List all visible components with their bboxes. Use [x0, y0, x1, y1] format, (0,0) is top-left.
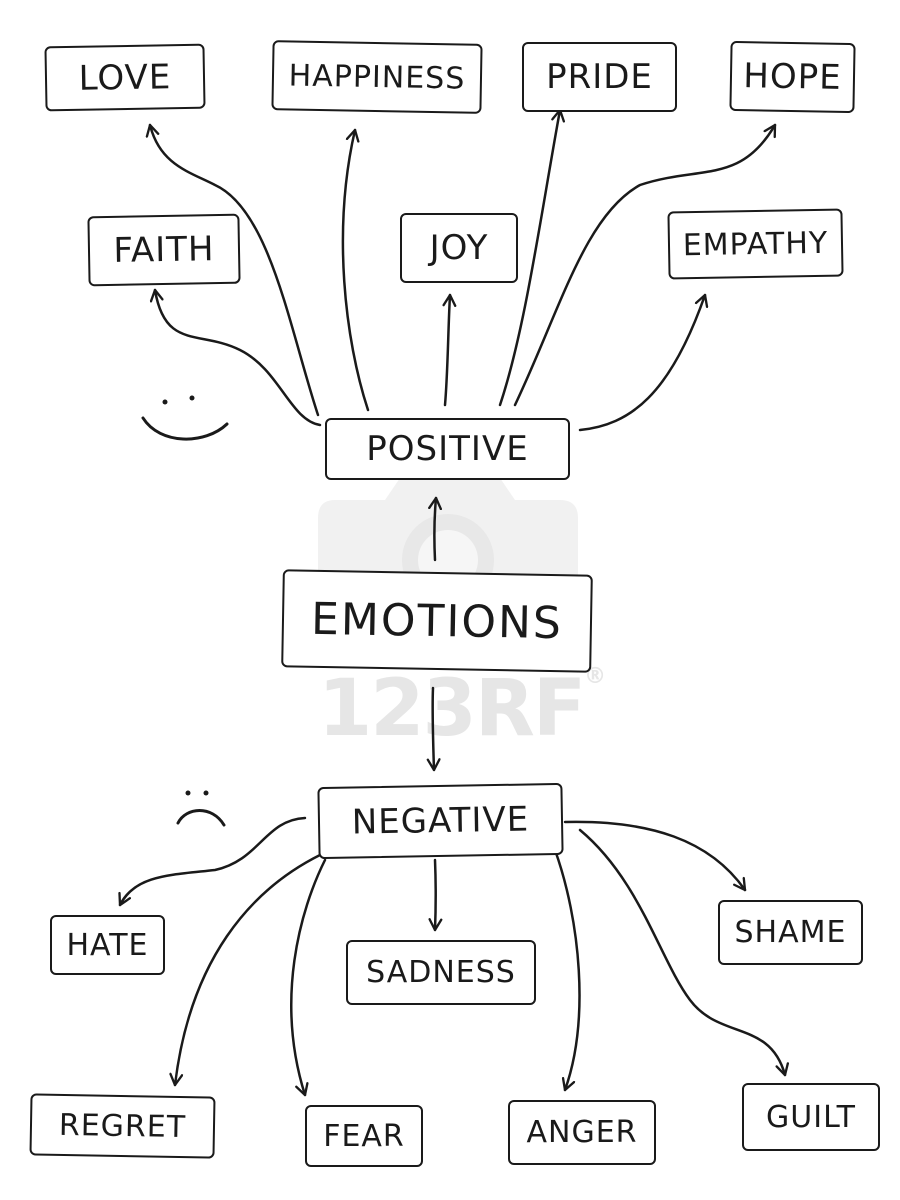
arrow-negative-sadness [428, 858, 443, 932]
arrow-emotions-negative [426, 686, 441, 772]
node-hate: HATE [50, 915, 165, 975]
arrow-positive-pride [498, 108, 566, 407]
node-love: LOVE [44, 43, 206, 112]
node-shame: SHAME [718, 900, 863, 965]
watermark-brand: 123RF [318, 664, 586, 754]
node-regret: REGRET [29, 1093, 216, 1159]
node-fear: FEAR [305, 1105, 423, 1167]
arrow-positive-empathy [578, 293, 709, 432]
node-empathy: EMPATHY [667, 208, 844, 280]
watermark-text: 123RF® [318, 664, 606, 754]
node-joy: JOY [400, 213, 518, 283]
node-sadness: SADNESS [346, 940, 536, 1005]
frowny-face-icon [176, 790, 226, 827]
arrow-negative-fear [290, 858, 327, 1097]
node-emotions: EMOTIONS [281, 569, 593, 673]
node-negative: NEGATIVE [317, 782, 564, 860]
node-positive: POSITIVE [325, 418, 570, 480]
node-guilt: GUILT [742, 1083, 880, 1151]
arrow-negative-anger [553, 848, 581, 1092]
node-pride: PRIDE [522, 42, 677, 112]
arrow-positive-hope [513, 123, 777, 407]
node-hope: HOPE [729, 40, 856, 114]
arrow-positive-love [145, 123, 320, 417]
arrow-positive-happiness [341, 128, 370, 412]
arrow-negative-regret [169, 853, 322, 1087]
arrow-negative-shame [563, 820, 747, 892]
smiley-face-icon [141, 395, 229, 441]
arrow-positive-joy [442, 293, 457, 407]
node-anger: ANGER [508, 1100, 656, 1165]
arrow-negative-hate [118, 816, 307, 907]
node-happiness: HAPPINESS [271, 40, 483, 114]
arrow-emotions-positive [428, 496, 443, 562]
arrow-negative-guilt [578, 828, 790, 1077]
arrow-positive-faith [149, 288, 322, 427]
node-faith: FAITH [87, 213, 241, 287]
